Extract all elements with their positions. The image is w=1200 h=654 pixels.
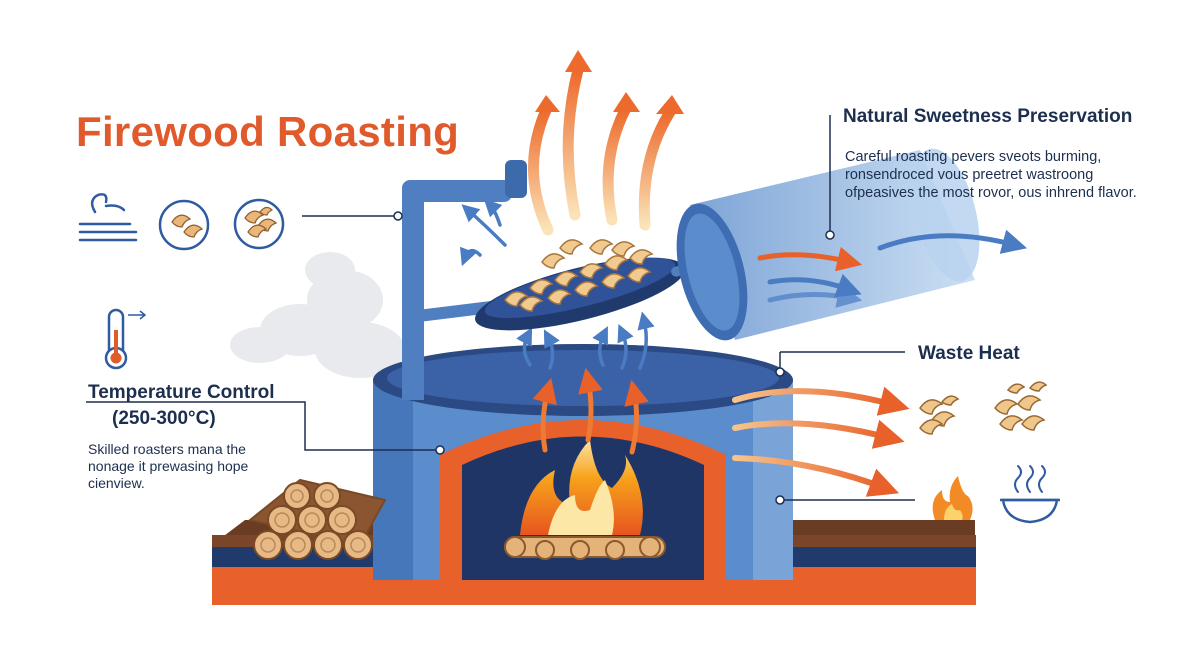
- wind-heat-icon: [78, 193, 138, 242]
- leader-lines: [86, 115, 915, 505]
- cooling-drum: [676, 148, 1028, 341]
- cashew-cluster-icon: [233, 198, 285, 250]
- sweetness-text-line: Careful roasting pevers sveots burming,: [845, 149, 1102, 165]
- sweetness-heading: Natural Sweetness Preservation: [843, 106, 1133, 127]
- firewood-pile: [247, 478, 387, 560]
- rising-heat-arrows: [459, 198, 655, 370]
- temperature-text-line: nonage it prewasing hope: [88, 458, 249, 474]
- firebox-logs: [504, 536, 666, 560]
- sweetness-text-line: ofpeasives the most rovor, ous inhrend f…: [845, 185, 1137, 201]
- temperature-range: (250-300°C): [112, 408, 216, 429]
- fire-icon: [932, 476, 973, 520]
- page-title: Firewood Roasting: [76, 108, 460, 155]
- temperature-heading: Temperature Control: [88, 382, 275, 403]
- smoke-cloud: [230, 252, 405, 378]
- sweetness-text-line: ronsendroced vous preetret wastroong: [845, 167, 1094, 183]
- temperature-text-line: cienview.: [88, 475, 145, 491]
- steam-arrows: [528, 64, 676, 236]
- waste-cashew-cluster-icon: [994, 381, 1048, 431]
- waste-cashew-icon: [919, 395, 960, 435]
- steaming-bowl-icon: [1000, 465, 1060, 524]
- thermometer-icon: [104, 308, 147, 370]
- waste-heat-arrows: [732, 386, 910, 497]
- temperature-text-line: Skilled roasters mana the: [88, 441, 246, 457]
- waste-heat-heading: Waste Heat: [918, 343, 1020, 364]
- support-rod: [402, 160, 527, 400]
- cashew-icon: [158, 199, 210, 251]
- furnace: [373, 344, 793, 580]
